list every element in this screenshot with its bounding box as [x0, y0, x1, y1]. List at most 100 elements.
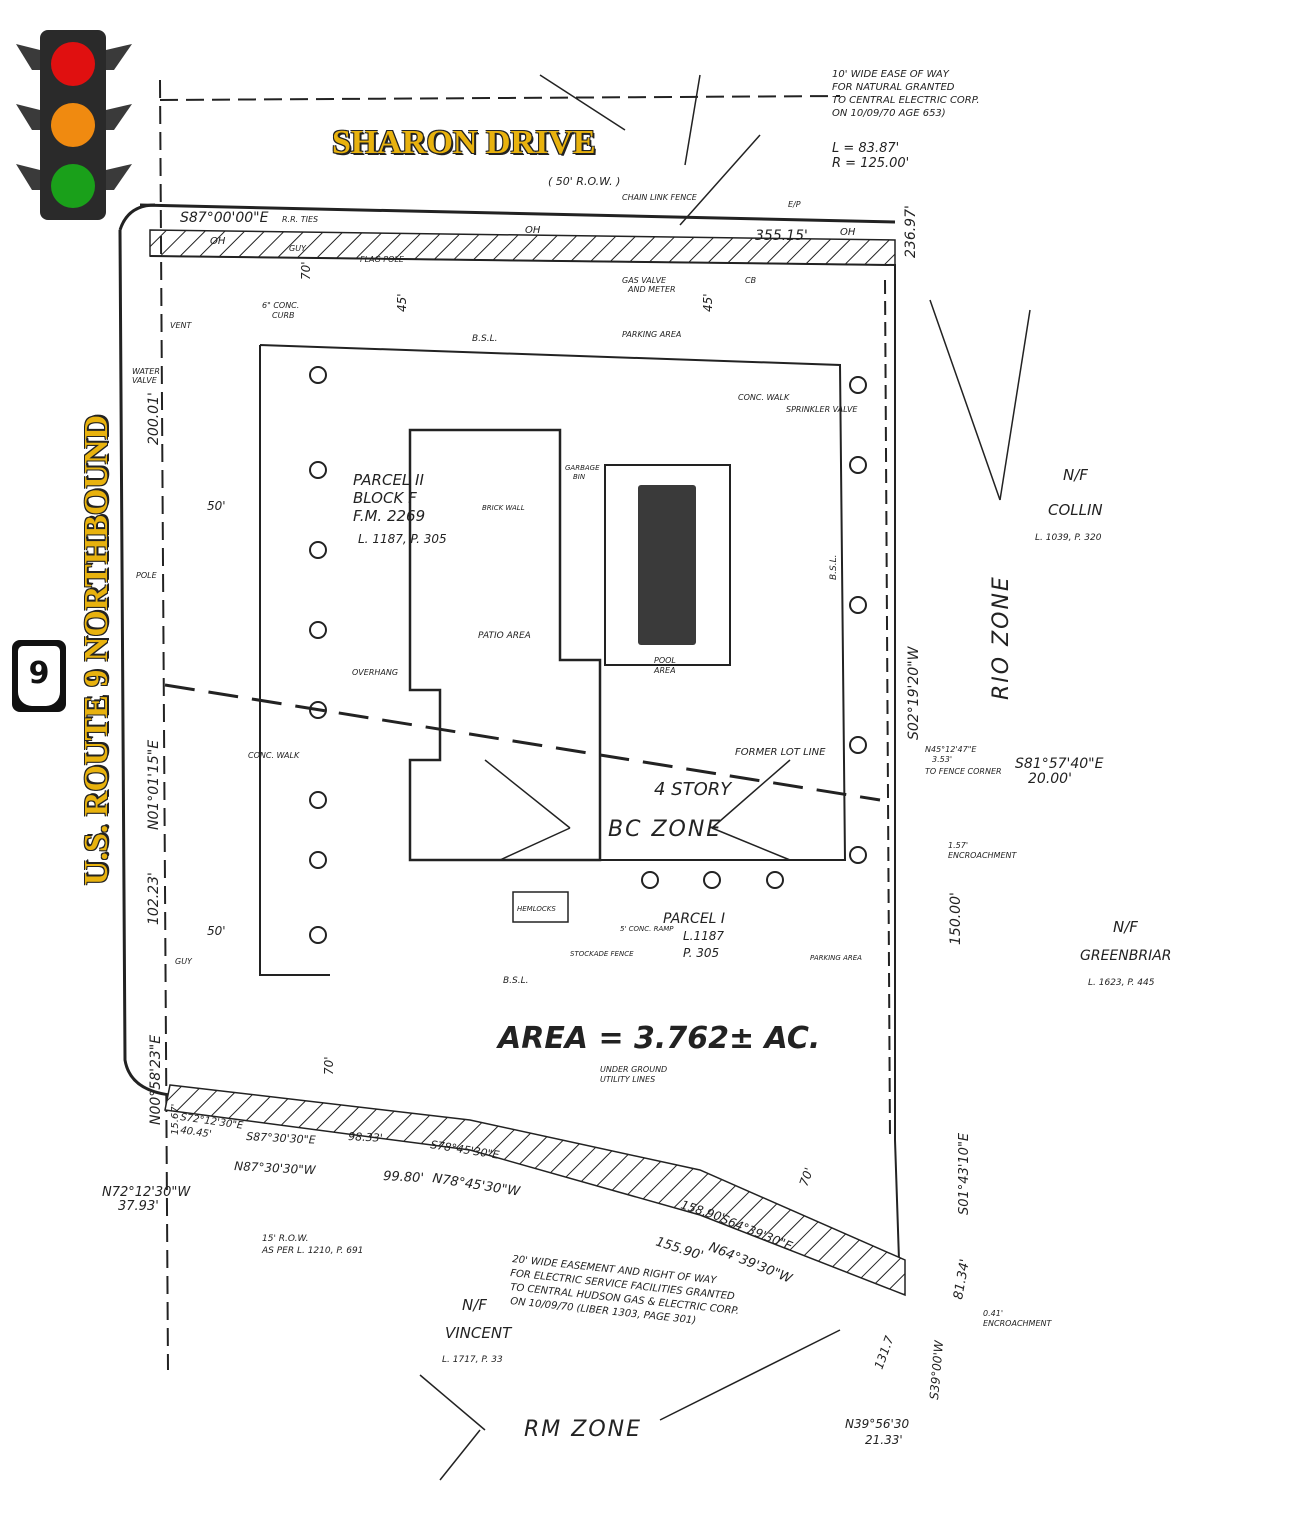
- underground-2: UTILITY LINES: [600, 1075, 655, 1084]
- rr-ties-label: R.R. TIES: [282, 215, 318, 224]
- encroachment-strip-south: [164, 1084, 906, 1297]
- se-n39-label: N39°56'30: [845, 1417, 909, 1431]
- fence-corner-1: N45°12'47"E: [925, 745, 977, 754]
- s87-label: S87°30'30"E: [246, 1130, 316, 1147]
- traffic-light-icon: [16, 30, 132, 220]
- underground-1: UNDER GROUND: [600, 1065, 667, 1074]
- ramp-label: 5' CONC. RAMP: [620, 925, 674, 933]
- n78-label: N78°45'30"W: [431, 1171, 522, 1200]
- fence-corner-2: 3.53': [932, 755, 952, 764]
- greenbriar-nf: N/F: [1113, 918, 1138, 936]
- distance-20: 20.00': [1028, 771, 1072, 787]
- gas-valve-2: AND METER: [627, 285, 676, 294]
- curb-label-1: 6" CONC.: [262, 301, 299, 310]
- parking-area-top: PARKING AREA: [622, 330, 681, 339]
- route-label: U.S. ROUTE 9 NORTHBOUND: [78, 414, 115, 886]
- chain-fence-label: CHAIN LINK FENCE: [622, 193, 698, 202]
- sw-3793-label: 37.93': [118, 1199, 159, 1214]
- parking-lot-outline: [259, 344, 847, 976]
- dim-50-bottom: 50': [207, 924, 226, 938]
- easement-top-4: ON 10/09/70 AGE 653): [832, 108, 946, 119]
- conc-walk-top: CONC. WALK: [738, 393, 790, 402]
- encroach-157-1: 1.57': [948, 841, 968, 850]
- garbage-1: GARBAGE: [565, 464, 600, 472]
- bearing-s81: S81°57'40"E: [1015, 756, 1104, 772]
- bsl-south: B.S.L.: [503, 976, 528, 986]
- property-line-west: [118, 229, 171, 1097]
- cb-label-1: CB: [745, 276, 756, 285]
- guy-label-2: GUY: [175, 957, 193, 966]
- se-131-label: 131.7: [872, 1334, 897, 1371]
- greenbriar-name: GREENBRIAR: [1080, 948, 1172, 964]
- collin-nf: N/F: [1063, 466, 1088, 484]
- flag-pole-label: FLAG POLE: [360, 255, 405, 264]
- pool-water: [638, 485, 696, 645]
- tree-row: [309, 366, 867, 944]
- curve-length: L = 83.87': [832, 141, 899, 156]
- bsl-east: B.S.L.: [829, 555, 839, 580]
- dim-50-top: 50': [207, 499, 226, 513]
- fence-corner-3: TO FENCE CORNER: [925, 767, 1002, 776]
- hemlocks-label: HEMLOCKS: [517, 905, 556, 913]
- rio-zone-label: RIO ZONE: [989, 575, 1014, 700]
- stockade-label: STOCKADE FENCE: [570, 950, 634, 958]
- row15-1: 15' R.O.W.: [262, 1234, 309, 1244]
- n87-label: N87°30'30"W: [234, 1159, 317, 1177]
- parcel2-line1: PARCEL II: [353, 471, 424, 489]
- dim-45-a: 45': [395, 293, 409, 312]
- encroach-041-1: 0.41': [983, 1309, 1003, 1318]
- dim-70-se: 70': [797, 1166, 817, 1188]
- rm-zone-label: RM ZONE: [524, 1417, 642, 1442]
- encroach-041-2: ENCROACHMENT: [983, 1319, 1052, 1328]
- row-line-west: [159, 79, 169, 1371]
- row-line-top: [159, 95, 841, 101]
- building-outline: [408, 428, 602, 862]
- vincent-name: VINCENT: [445, 1324, 513, 1342]
- route-shield-number: 9: [28, 656, 50, 691]
- hemlocks-box: [512, 891, 569, 923]
- collin-name: COLLIN: [1048, 501, 1103, 519]
- vincent-nf: N/F: [462, 1296, 487, 1314]
- bearing-east: S02°19'20"W: [906, 645, 922, 740]
- east-81-label: 81.34': [951, 1258, 973, 1301]
- parcel2-line2: BLOCK F: [353, 489, 417, 507]
- former-lot-line: [164, 683, 881, 802]
- sprinkler-label: SPRINKLER VALVE: [786, 405, 858, 414]
- s4045-label: 40.45': [180, 1125, 213, 1140]
- east-s01-label: S01°43'10"E: [957, 1132, 972, 1215]
- story-label: 4 STORY: [654, 779, 733, 800]
- bsl-top: B.S.L.: [472, 334, 497, 344]
- row15-2: AS PER L. 1210, P. 691: [261, 1246, 363, 1256]
- se-s39-label: S39°00'W: [927, 1339, 946, 1400]
- parking-area-south: PARKING AREA: [810, 954, 862, 962]
- water-valve-1: WATER: [132, 367, 160, 376]
- overhang-label: OVERHANG: [352, 668, 398, 677]
- row-width-label: ( 50' R.O.W. ): [548, 175, 620, 188]
- s1567-label: 15.67': [170, 1104, 181, 1135]
- gas-valve-1: GAS VALVE: [622, 276, 667, 285]
- parcel1-line3: P. 305: [683, 946, 719, 960]
- bearing-west-lower: N00°58'23"E: [148, 1035, 164, 1125]
- pole-label: POLE: [136, 571, 158, 580]
- area-label: AREA = 3.762± AC.: [496, 1021, 820, 1056]
- brick-wall-label: BRICK WALL: [482, 504, 525, 512]
- zone-arrows: [419, 74, 1031, 1481]
- distance-top: 355.15': [755, 228, 808, 244]
- former-lot-label: FORMER LOT LINE: [735, 747, 826, 758]
- garbage-2: BIN: [573, 473, 586, 481]
- vent-label: VENT: [170, 321, 193, 330]
- encroach-157-2: ENCROACHMENT: [948, 851, 1017, 860]
- bc-zone-label: BC ZONE: [608, 817, 722, 842]
- guy-label-1: GUY: [289, 244, 307, 253]
- distance-200: 200.01': [146, 392, 162, 445]
- collin-ref: L. 1039, P. 320: [1035, 533, 1102, 543]
- n9980-label: 99.80': [383, 1169, 425, 1186]
- ep-label-1: E/P: [788, 200, 801, 209]
- oh-label-2: OH: [525, 225, 541, 236]
- parcel1-line1: PARCEL I: [663, 911, 725, 927]
- dim-70-top: 70': [299, 261, 313, 280]
- curve-radius: R = 125.00': [832, 156, 909, 171]
- distance-102: 102.23': [146, 872, 162, 925]
- easement-top-1: 10' WIDE EASE OF WAY: [832, 69, 950, 80]
- vincent-ref: L. 1717, P. 33: [442, 1355, 503, 1365]
